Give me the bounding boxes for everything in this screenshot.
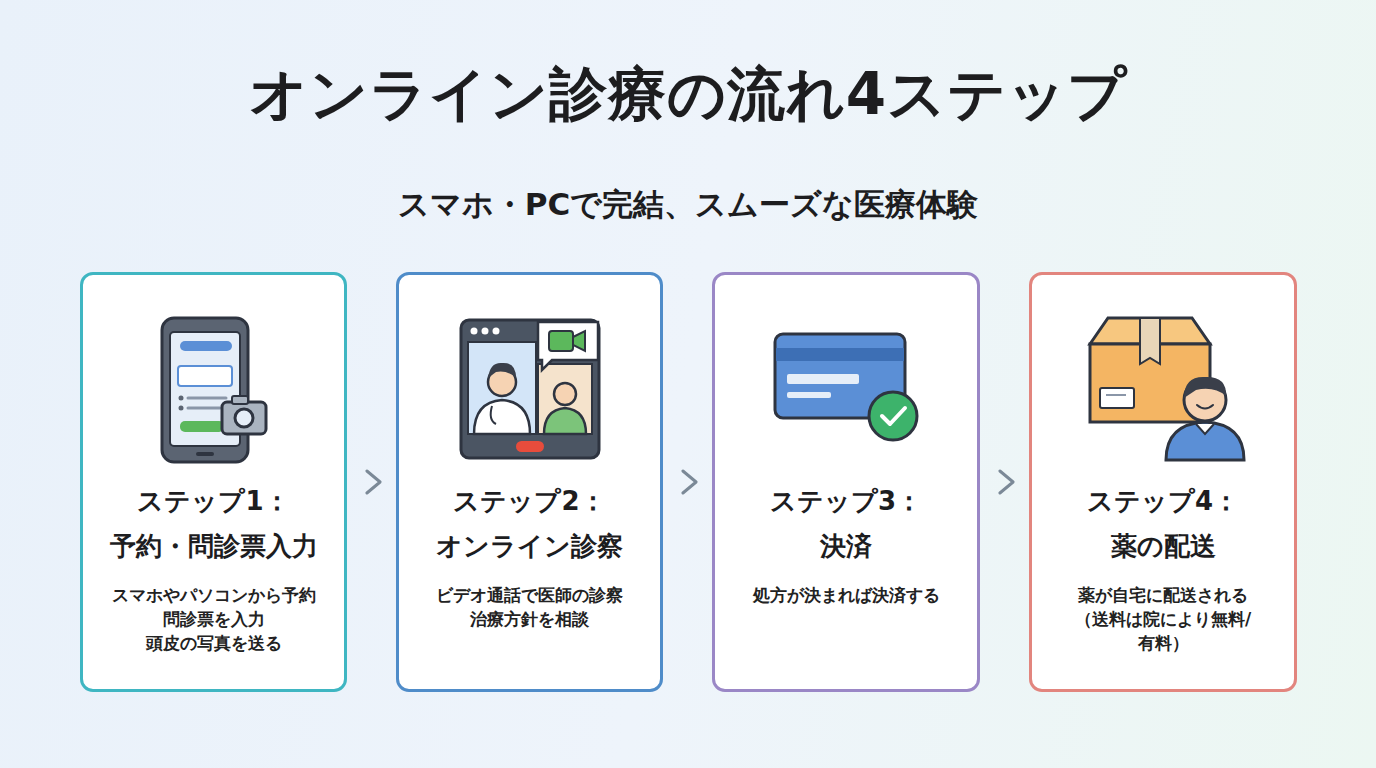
phone-body	[162, 318, 248, 462]
connector-line	[980, 481, 1029, 483]
step-card: ステップ2： オンライン診察ビデオ通話で医師の診察 治療方針を相談	[396, 272, 663, 692]
check-circle	[869, 392, 917, 440]
delivery-icon	[1090, 318, 1244, 460]
video-call-icon	[461, 320, 599, 458]
chevron-head	[1000, 471, 1013, 493]
step-heading: ステップ2： オンライン診察	[417, 479, 643, 569]
speech-bubble	[538, 322, 598, 370]
camera-top	[232, 396, 248, 404]
person-hair	[1184, 377, 1226, 398]
step-heading: ステップ1： 予約・問診票入力	[101, 479, 327, 569]
call-window	[461, 320, 599, 458]
step-heading: ステップ3： 決済	[762, 479, 930, 569]
patient-panel	[538, 364, 592, 434]
subtitle-label: スマホ・PCで完結、スムーズな医療体験	[0, 184, 1376, 224]
person-body	[1166, 422, 1244, 460]
connector-line	[663, 481, 712, 483]
chevron-head	[367, 471, 380, 493]
home-bar	[196, 452, 214, 456]
window-dot	[493, 328, 500, 335]
list-dot	[179, 406, 184, 411]
patient-head	[554, 383, 576, 405]
smartphone-icon	[162, 318, 266, 462]
card-stripe	[776, 348, 904, 361]
list-line	[188, 407, 220, 410]
stethoscope	[491, 406, 496, 424]
video-camera-lens	[573, 331, 585, 351]
input-field	[178, 366, 232, 386]
step-description: ビデオ通話で医師の診察 治療方針を相談	[412, 583, 648, 631]
person-collar	[1196, 424, 1214, 434]
doctor-head	[488, 368, 516, 396]
camera-lens	[235, 409, 253, 427]
box-tape	[1140, 318, 1160, 364]
step-card: ステップ4： 薬の配送薬が自宅に配送される （送料は院により無料/有料）	[1029, 272, 1297, 692]
flow-arrow	[347, 471, 396, 493]
step-heading: ステップ4： 薬の配送	[1050, 479, 1276, 569]
label-line	[1106, 394, 1126, 396]
check-mark	[882, 408, 905, 424]
connector-line	[347, 481, 396, 483]
card-line	[787, 392, 831, 398]
camera-body	[222, 402, 266, 434]
box-label	[1100, 388, 1134, 408]
patient-body	[544, 408, 586, 434]
step-card: ステップ3： 決済処方が決まれば決済する	[712, 272, 980, 692]
box-lid	[1090, 318, 1210, 344]
list-dot	[179, 396, 184, 401]
doctor-hair	[488, 363, 516, 378]
window-dot	[471, 328, 478, 335]
hang-up-button	[516, 441, 544, 452]
list-line	[188, 397, 226, 400]
payment-icon	[775, 334, 917, 440]
chevron-head	[683, 471, 696, 493]
person-head	[1184, 379, 1226, 421]
parcel-box	[1090, 344, 1210, 422]
doctor-coat	[474, 400, 530, 434]
card-line	[787, 374, 859, 384]
step-card: ステップ1： 予約・問診票入力スマホやパソコンから予約 問診票を入力 頭皮の写真…	[80, 272, 347, 692]
credit-card	[775, 334, 905, 418]
doctor-panel	[468, 342, 536, 434]
step-description: 薬が自宅に配送される （送料は院により無料/有料）	[1056, 583, 1270, 655]
screen-bar	[180, 341, 232, 351]
window-dot	[482, 328, 489, 335]
video-camera	[549, 331, 573, 351]
person-smile	[1197, 405, 1213, 409]
screen-button	[180, 421, 224, 432]
diagram-title: オンライン診療の流れ4ステップ	[0, 58, 1376, 130]
flow-arrow	[980, 471, 1029, 493]
step-description: スマホやパソコンから予約 問診票を入力 頭皮の写真を送る	[96, 583, 332, 655]
phone-screen	[170, 332, 240, 446]
step-description: 処方が決まれば決済する	[728, 583, 964, 607]
flow-arrow	[663, 471, 712, 493]
